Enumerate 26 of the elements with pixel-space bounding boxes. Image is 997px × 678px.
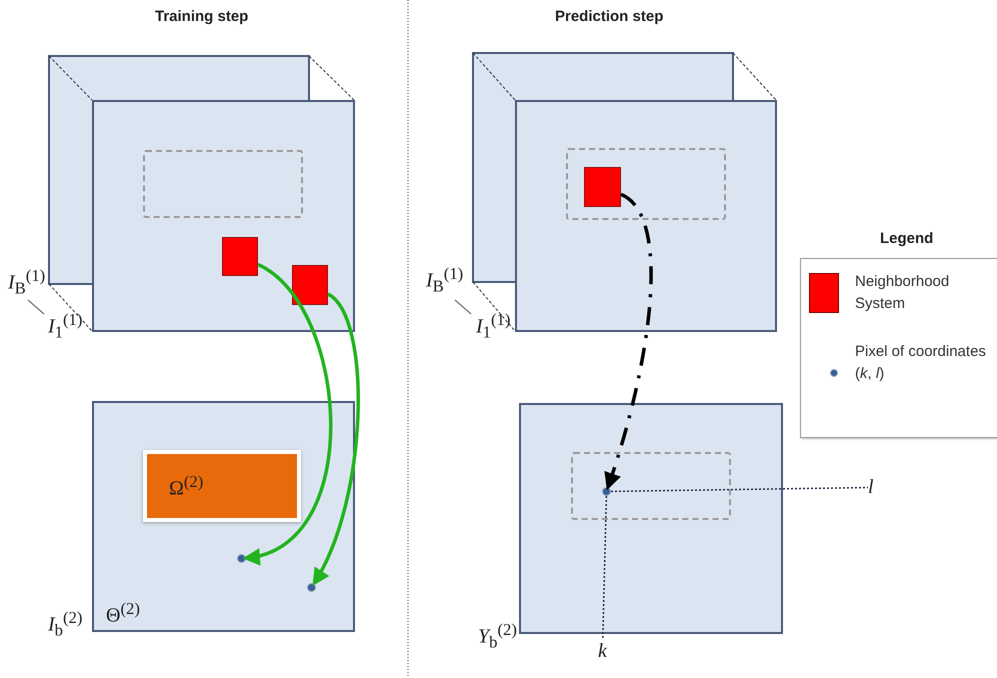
dashed-region [143,150,303,218]
heading: Legend [880,230,934,247]
region-box [143,450,301,522]
heading: Training step [155,8,248,25]
image-plane [92,401,355,632]
prediction-arrow [604,192,653,490]
coordinate-line [602,496,608,640]
dashed-region [566,148,726,220]
pixel-dot [307,583,316,592]
neighborhood-square [222,237,258,276]
image-plane [519,403,783,634]
heading: Prediction step [555,8,664,25]
legend-text: Pixel of coordinates (k, l) [855,342,987,384]
arrow [312,292,360,586]
region-label: Ω$^{(2)}$ [169,472,204,501]
neighborhood-square [584,167,621,207]
dashed-region [571,452,731,520]
coordinate-label: k [598,640,607,663]
coordinate-line [610,486,868,492]
pixel-dot [602,487,611,496]
coordinate-label: l [868,476,874,499]
legend-text: Neighborhood System [855,272,950,314]
arrow [242,263,332,564]
pixel-dot [237,554,246,563]
neighborhood-square [292,265,328,305]
plane-symbol: Θ$^{(2)}$ [106,599,140,628]
